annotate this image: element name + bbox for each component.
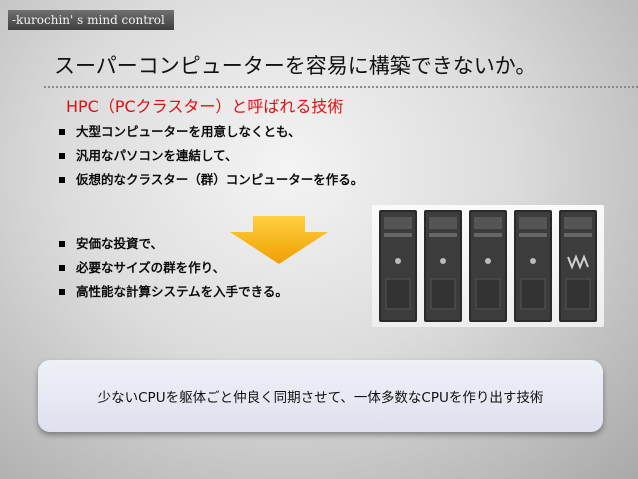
square-bullet-icon xyxy=(59,241,65,247)
bullet-list-bottom: 安価な投資で、 必要なサイズの群を作り、 高性能な計算システムを入手できる。 xyxy=(44,232,288,304)
bullet-text: 仮想的なクラスター（群）コンピューターを作る。 xyxy=(76,172,364,187)
slide-title: スーパーコンピューターを容易に構築できないか。 xyxy=(54,54,537,78)
bullet-item: 汎用なパソコンを連結して、 xyxy=(44,144,363,168)
bullet-text: 大型コンピューターを用意しなくとも、 xyxy=(76,124,301,139)
down-arrow-icon xyxy=(230,216,328,264)
bullet-item: 仮想的なクラスター（群）コンピューターを作る。 xyxy=(44,168,363,192)
summary-callout-text: 少ないCPUを躯体ごと仲良く同期させて、一体多数なCPUを作り出す技術 xyxy=(97,390,544,406)
desktop-tower-pc-icon xyxy=(469,210,507,322)
bullet-item: 大型コンピューターを用意しなくとも、 xyxy=(44,120,363,144)
pc-cluster-image xyxy=(372,205,604,327)
bullet-item: 高性能な計算システムを入手できる。 xyxy=(44,280,288,304)
square-bullet-icon xyxy=(59,129,65,135)
bullet-text: 高性能な計算システムを入手できる。 xyxy=(76,284,288,299)
bullet-item: 安価な投資で、 xyxy=(44,232,288,256)
bullet-text: 汎用なパソコンを連結して、 xyxy=(76,148,238,163)
desktop-tower-pc-icon xyxy=(514,210,552,322)
bullet-text: 必要なサイズの群を作り、 xyxy=(76,260,226,275)
square-bullet-icon xyxy=(59,265,65,271)
bullet-list-top: 大型コンピューターを用意しなくとも、 汎用なパソコンを連結して、 仮想的なクラス… xyxy=(44,120,363,192)
square-bullet-icon xyxy=(59,153,65,159)
square-bullet-icon xyxy=(59,289,65,295)
slide-subtitle: HPC（PCクラスター）と呼ばれる技術 xyxy=(66,97,344,116)
desktop-tower-pc-icon xyxy=(559,210,597,322)
desktop-tower-pc-icon xyxy=(379,210,417,322)
brand-banner: -kurochin' s mind control xyxy=(8,10,174,30)
square-bullet-icon xyxy=(59,177,65,183)
desktop-tower-pc-icon xyxy=(424,210,462,322)
bullet-text: 安価な投資で、 xyxy=(76,236,164,251)
summary-callout: 少ないCPUを躯体ごと仲良く同期させて、一体多数なCPUを作り出す技術 xyxy=(38,360,603,432)
bullet-item: 必要なサイズの群を作り、 xyxy=(44,256,288,280)
title-divider xyxy=(44,86,638,88)
